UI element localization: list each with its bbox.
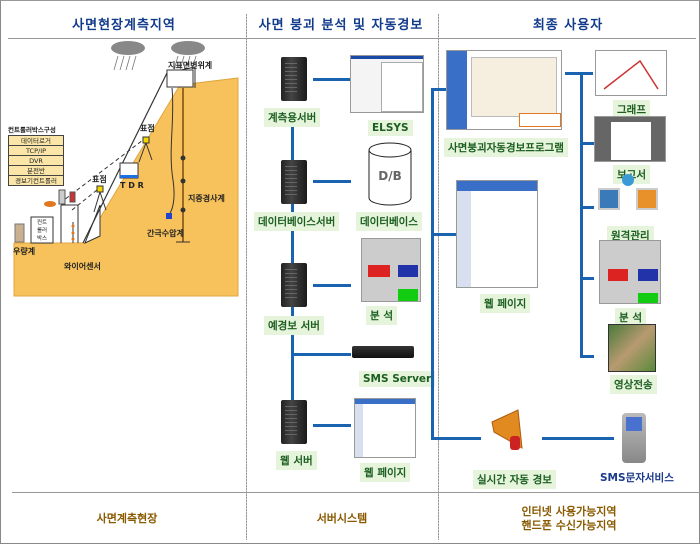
footer-user-line2: 핸드폰 수신가능지역 <box>521 519 617 532</box>
connector-elsys <box>313 78 351 81</box>
db-icon-text: D/B <box>378 169 402 183</box>
surface-displacement-box <box>166 69 194 88</box>
elsys-screenshot <box>350 55 424 113</box>
label-inclinometer: 지중경사계 <box>188 194 225 203</box>
server-icon <box>281 57 307 101</box>
header-divider <box>8 38 696 39</box>
target-upper <box>142 136 150 144</box>
label-piezometer: 간극수압계 <box>147 229 184 238</box>
mobile-phone-icon <box>622 413 646 463</box>
analysis-output-screenshot <box>599 240 661 304</box>
label-target-lower: 표점 <box>92 175 107 184</box>
server-label-web: 웹 서버 <box>276 451 317 470</box>
column-divider-2 <box>438 14 439 540</box>
server-label-warning: 예경보 서버 <box>264 316 324 335</box>
server-icon <box>281 263 307 307</box>
label-program: 사면붕괴자동경보프로그램 <box>444 138 568 157</box>
footer-user-line1: 인터넷 사용가능지역 <box>521 505 617 518</box>
sms-server-icon <box>352 346 414 358</box>
server-label-database: 데이터베이스서버 <box>254 212 340 231</box>
web-page-screenshot <box>354 398 416 458</box>
connector-program <box>431 88 446 91</box>
remote-management-icon <box>596 172 660 224</box>
target-label-web-page: 웹 페이지 <box>360 463 411 482</box>
target-label-database: 데이터베이스 <box>356 212 422 231</box>
connector-video <box>580 355 594 358</box>
warning-light <box>69 191 76 203</box>
user-backbone-line <box>431 88 434 438</box>
label-tdr: T D R <box>120 181 144 190</box>
connector-sms <box>542 437 614 440</box>
svg-text:박스: 박스 <box>37 234 47 242</box>
camera <box>58 189 66 205</box>
controller-box <box>30 216 54 244</box>
connector-sms-server <box>292 353 351 356</box>
header-server-area: 사면 붕괴 분석 및 자동경보 <box>258 18 424 33</box>
connector-web-page <box>431 233 456 236</box>
header-field-area: 사면현장계측지역 <box>72 18 176 33</box>
column-divider-1 <box>246 14 247 540</box>
label-sms-service: SMS문자서비스 <box>600 472 674 484</box>
report-screenshot <box>594 116 666 162</box>
server-label-measure: 계측용서버 <box>264 108 321 127</box>
connector-report <box>580 142 594 145</box>
label-rain-gauge: 우량계 <box>13 247 36 256</box>
tdr-sensor <box>120 175 138 178</box>
web-page-large-screenshot <box>456 180 538 288</box>
graph-screenshot <box>595 50 667 96</box>
siren <box>44 201 56 207</box>
video-transmission-image <box>608 324 656 372</box>
database-icon: D/B <box>368 142 412 206</box>
connector-program-outputs <box>565 72 593 75</box>
svg-text:컨트: 컨트 <box>37 218 47 226</box>
program-screenshot <box>446 50 562 130</box>
controller-box-title: 컨트롤러박스구성 <box>8 126 56 134</box>
controller-item: 경보기컨트롤러 <box>8 175 64 186</box>
footer-divider <box>12 492 700 493</box>
header-user-area: 최종 사용자 <box>532 18 604 33</box>
server-icon <box>281 160 307 204</box>
target-lower <box>96 185 104 193</box>
target-label-analysis: 분 석 <box>366 306 397 325</box>
piezometer-sensor <box>166 213 172 219</box>
target-label-elsys: ELSYS <box>368 120 413 136</box>
label-web-page: 웹 페이지 <box>480 294 531 313</box>
controller-box-composition: 컨트롤러박스구성 데이터로거 TCP/IP DVR 분전반 경보기컨트롤러 <box>8 124 64 186</box>
server-icon <box>281 400 307 444</box>
label-realtime-alarm: 실시간 자동 경보 <box>473 470 556 489</box>
label-surface-displacement: 지표면변위계 <box>168 61 213 70</box>
output-label-video: 영상전송 <box>610 375 657 394</box>
output-backbone-line <box>580 72 583 358</box>
connector-db <box>313 180 351 183</box>
svg-text:롤러: 롤러 <box>37 226 47 234</box>
analysis-screenshot <box>361 238 421 302</box>
connector-analysis <box>313 284 351 287</box>
rain-cloud-2 <box>171 41 205 55</box>
connector-remote <box>580 206 594 209</box>
connector-analysis-out <box>580 277 594 280</box>
rain-gauge <box>14 223 25 243</box>
footer-server: 서버시스템 <box>316 512 368 525</box>
siren-alarm-icon <box>491 409 523 450</box>
slope-diagram: 컨트 롤러 박스 <box>13 41 239 297</box>
footer-field: 사면계측현장 <box>96 512 158 525</box>
connector-web <box>313 424 351 427</box>
rain-cloud-1 <box>111 41 145 55</box>
output-label-analysis: 분 석 <box>615 308 646 327</box>
label-target-upper: 표점 <box>140 124 155 133</box>
connector-alarm <box>431 437 481 440</box>
output-label-graph: 그래프 <box>613 100 650 119</box>
target-label-sms-server: SMS Server <box>359 371 436 387</box>
label-wire-sensor: 와이어센서 <box>64 262 101 271</box>
